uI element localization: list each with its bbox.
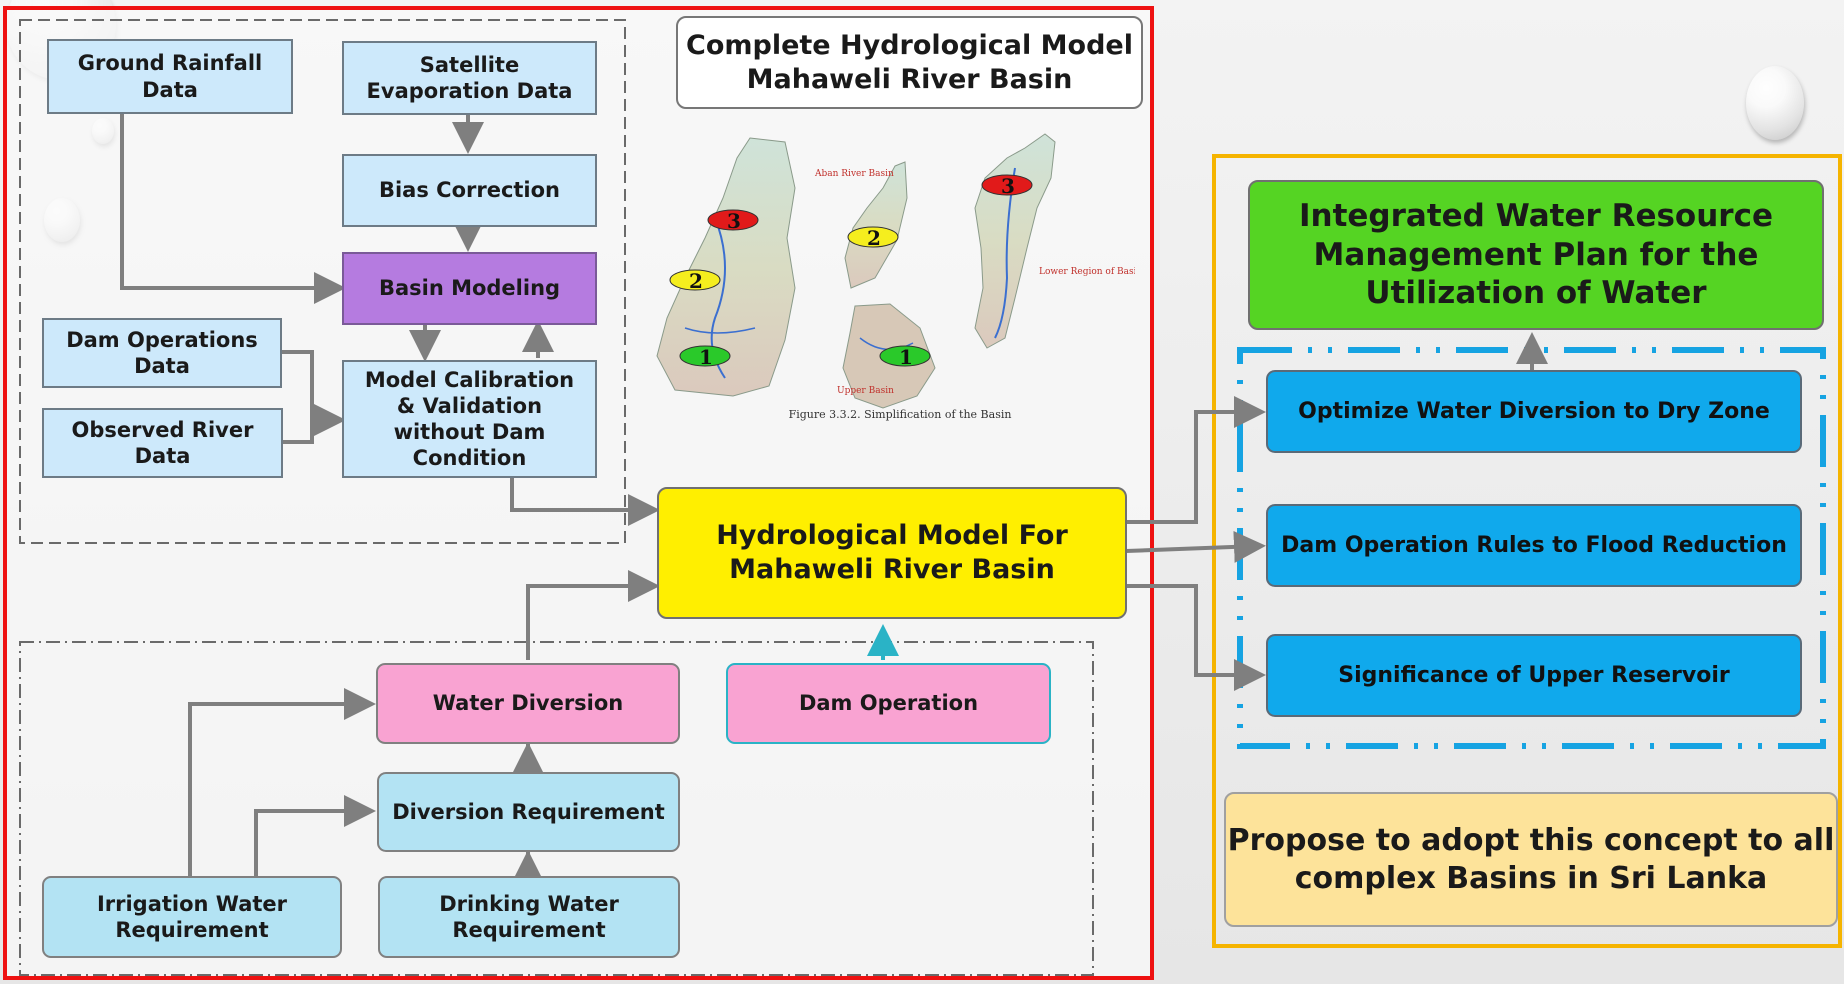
water-drop-icon [1746, 66, 1804, 140]
svg-text:2: 2 [689, 269, 703, 293]
irrigation-water-box[interactable]: Irrigation Water Requirement [42, 876, 342, 958]
lower-region-label: Lower Region of Basin [1039, 267, 1135, 277]
svg-text:2: 2 [867, 226, 881, 250]
svg-text:3: 3 [727, 209, 741, 233]
marker-1: 1 [679, 345, 731, 369]
observed-river-data-box[interactable]: Observed River Data [42, 408, 283, 478]
title-box: Complete Hydrological Model Mahaweli Riv… [676, 16, 1143, 109]
svg-text:1: 1 [699, 345, 713, 369]
dam-operations-data-box[interactable]: Dam Operations Data [42, 318, 282, 388]
bias-correction-box[interactable]: Bias Correction [342, 154, 597, 227]
output-dam-rules[interactable]: Dam Operation Rules to Flood Reduction [1266, 504, 1802, 587]
marker-2: 2 [669, 269, 721, 293]
marker-2b: 2 [847, 226, 899, 250]
basin-modeling-box[interactable]: Basin Modeling [342, 252, 597, 325]
integrated-plan-box[interactable]: Integrated Water Resource Management Pla… [1248, 180, 1824, 330]
title-line-1: Complete Hydrological Model [686, 29, 1133, 61]
aban-river-label: Aban River Basin [814, 169, 894, 179]
dam-operation-box[interactable]: Dam Operation [726, 663, 1051, 744]
svg-text:3: 3 [1001, 174, 1015, 198]
diversion-requirement-box[interactable]: Diversion Requirement [377, 772, 680, 852]
water-diversion-box[interactable]: Water Diversion [376, 663, 680, 744]
upper-basin-label: Upper Basin [837, 386, 894, 396]
basin-maps: Aban River Basin Lower Region of Basin U… [656, 133, 1135, 409]
model-calibration-box[interactable]: Model Calibration & Validation without D… [342, 360, 597, 478]
svg-text:1: 1 [899, 345, 913, 369]
ground-rainfall-box[interactable]: Ground Rainfall Data [47, 39, 293, 114]
aban-basin-map [844, 161, 908, 289]
output-upper-reservoir[interactable]: Significance of Upper Reservoir [1266, 634, 1802, 717]
title-line-2: Mahaweli River Basin [746, 63, 1073, 95]
figure-caption: Figure 3.3.2. Simplification of the Basi… [788, 408, 1012, 421]
marker-3: 3 [707, 209, 759, 233]
propose-concept-box[interactable]: Propose to adopt this concept to all com… [1224, 792, 1838, 927]
right-orange-frame [1212, 154, 1842, 948]
marker-3b: 3 [981, 174, 1033, 198]
drinking-water-box[interactable]: Drinking Water Requirement [378, 876, 680, 958]
hydrological-model-box[interactable]: Hydrological Model For Mahaweli River Ba… [657, 487, 1127, 619]
output-optimize-diversion[interactable]: Optimize Water Diversion to Dry Zone [1266, 370, 1802, 453]
marker-1b: 1 [879, 345, 931, 369]
satellite-evaporation-box[interactable]: Satellite Evaporation Data [342, 41, 597, 115]
